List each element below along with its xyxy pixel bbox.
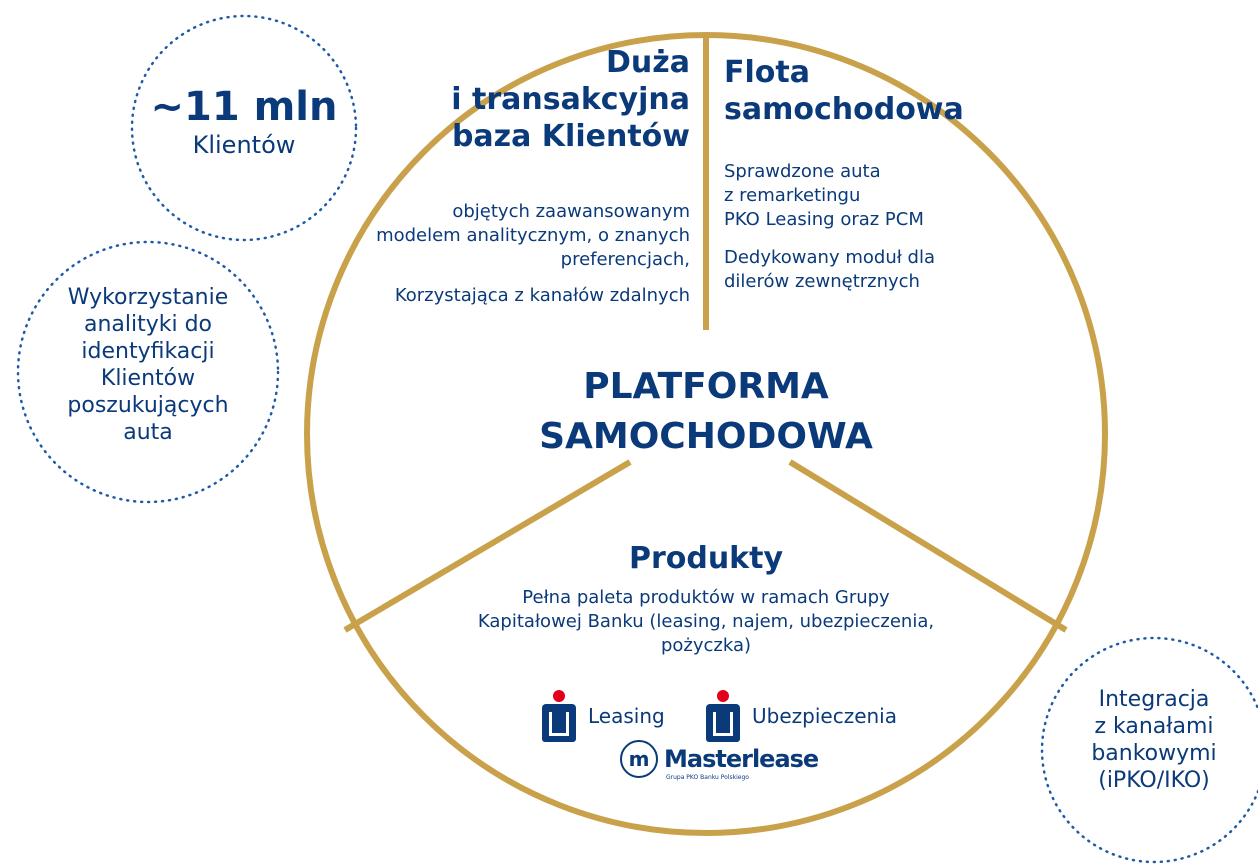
products-text: Pełna paleta produktów w ramach Grupy Ka… <box>426 586 986 658</box>
platform-title: PLATFORMA SAMOCHODOWA <box>506 362 906 462</box>
pko-bank-icon <box>542 690 576 742</box>
products-text-line-1: Pełna paleta produktów w ramach Grupy <box>522 587 890 608</box>
analytics-bubble <box>16 240 280 504</box>
right-title-line-2: samochodowa <box>724 92 964 127</box>
right-text-line-5: dilerów zewnętrznych <box>724 271 920 292</box>
masterlease-mark-icon: m <box>620 740 658 778</box>
integration-bubble <box>1040 636 1258 864</box>
left-text-line-3: preferencjach, <box>560 249 690 270</box>
main-circle <box>304 32 1108 836</box>
right-section-text: Sprawdzone auta z remarketingu PKO Leasi… <box>724 160 1044 294</box>
pko-insurance-logo: Ubezpieczenia <box>706 690 897 742</box>
masterlease-logo: m Masterlease Grupa PKO Banku Polskiego <box>620 740 820 781</box>
left-title-line-3: baza Klientów <box>451 119 690 154</box>
platform-title-line-1: PLATFORMA <box>583 366 829 407</box>
masterlease-label: Masterlease <box>664 745 819 773</box>
right-text-line-1: Sprawdzone auta <box>724 161 881 182</box>
pko-bank-icon <box>706 690 740 742</box>
clients-bubble <box>130 14 358 242</box>
analytics-line-6: auta <box>123 420 173 445</box>
masterlease-tagline: Grupa PKO Banku Polskiego <box>666 774 749 781</box>
clients-bubble-text: ~11 mln Klientów <box>132 84 356 160</box>
products-title: Produkty <box>628 541 784 576</box>
integration-bubble-text: Integracja z kanałami bankowymi (iPKO/IK… <box>1064 686 1244 794</box>
analytics-bubble-text: Wykorzystanie analityki do identyfikacji… <box>28 284 268 446</box>
leasing-label: Leasing <box>588 704 665 728</box>
left-text-line-4: Korzystająca z kanałów zdalnych <box>394 285 690 306</box>
integration-line-2: z kanałami <box>1094 714 1214 739</box>
right-section-title: Flota samochodowa <box>724 54 1024 128</box>
products-text-line-2: Kapitałowej Banku (leasing, najem, ubezp… <box>477 611 935 632</box>
analytics-line-5: poszukujących <box>67 393 229 418</box>
right-text-line-2: z remarketingu <box>724 185 861 206</box>
right-text-line-4: Dedykowany moduł dla <box>724 247 936 268</box>
insurance-label: Ubezpieczenia <box>752 704 897 728</box>
left-title-line-2: i transakcyjna <box>451 82 690 117</box>
integration-line-3: bankowymi <box>1091 741 1217 766</box>
divider-right <box>788 459 1068 633</box>
analytics-line-3: identyfikacji <box>81 339 215 364</box>
analytics-line-4: Klientów <box>100 366 196 391</box>
left-text-line-1: objętych zaawansowanym <box>452 201 690 222</box>
products-text-line-3: pożyczka) <box>660 635 752 656</box>
left-text-line-2: modelem analitycznym, o znanych <box>376 225 690 246</box>
left-section-title: Duża i transakcyjna baza Klientów <box>360 44 690 155</box>
left-section-text: objętych zaawansowanym modelem analitycz… <box>290 200 690 308</box>
clients-label: Klientów <box>192 131 296 159</box>
clients-count: ~11 mln <box>150 84 338 130</box>
analytics-line-1: Wykorzystanie <box>67 285 229 310</box>
left-title-line-1: Duża <box>606 45 690 80</box>
platform-title-line-2: SAMOCHODOWA <box>539 416 873 457</box>
integration-line-4: (iPKO/IKO) <box>1098 768 1210 793</box>
integration-line-1: Integracja <box>1098 687 1210 712</box>
pko-leasing-logo: Leasing <box>542 690 665 742</box>
right-title-line-1: Flota <box>724 55 810 90</box>
divider-left <box>343 459 632 633</box>
right-text-line-3: PKO Leasing oraz PCM <box>724 209 924 230</box>
analytics-line-2: analityki do <box>83 312 213 337</box>
